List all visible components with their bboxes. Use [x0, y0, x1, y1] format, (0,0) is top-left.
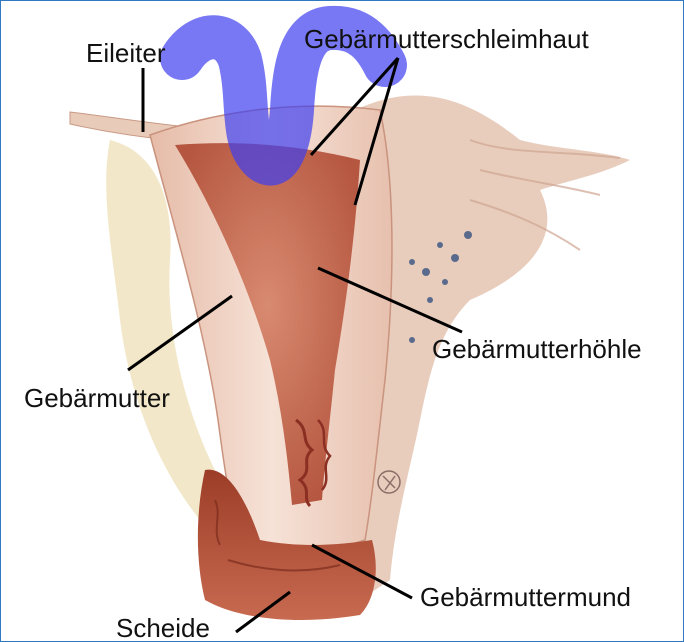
label-gebaermuttermund: Gebärmuttermund	[420, 584, 631, 610]
label-gebaermutter: Gebärmutter	[24, 385, 170, 411]
label-gebaermutterschleimhaut: Gebärmutterschleimhaut	[304, 26, 589, 52]
label-eileiter: Eileiter	[86, 40, 165, 66]
label-scheide: Scheide	[116, 615, 210, 641]
label-gebaermutterhoehle: Gebärmutterhöhle	[432, 336, 642, 362]
